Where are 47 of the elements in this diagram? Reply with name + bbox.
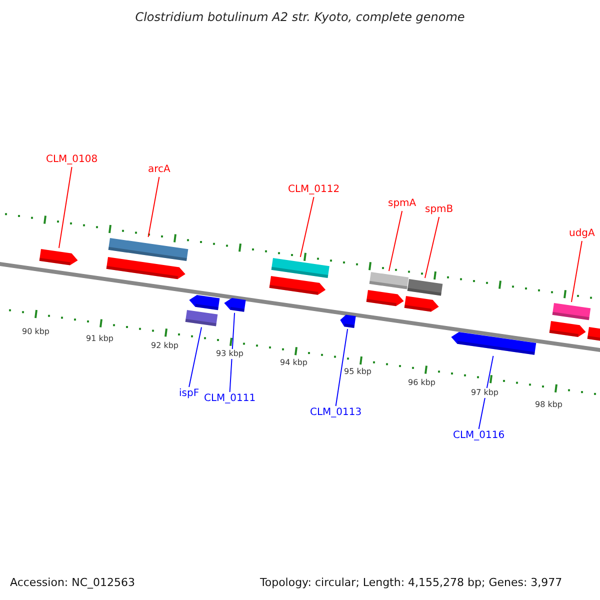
scale-label: 97 kbp	[470, 388, 500, 398]
leader-line	[58, 166, 72, 248]
gene-block	[339, 314, 356, 328]
scale-label: 92 kbp	[150, 341, 180, 351]
cds-bar	[369, 272, 409, 290]
gene-label: udgA	[569, 228, 595, 240]
leader-line	[188, 326, 202, 388]
scale-label: 91 kbp	[85, 334, 115, 344]
gene-block	[269, 276, 326, 296]
gene-block	[39, 249, 79, 266]
title: Clostridium botulinum A2 str. Kyoto, complete genome	[134, 10, 466, 24]
cds-bar	[185, 310, 218, 326]
leader-line	[424, 216, 440, 278]
gene-label: spmA	[388, 198, 416, 210]
leader-line	[570, 240, 582, 302]
cds-bar	[108, 238, 188, 262]
gene-label: arcA	[148, 164, 170, 176]
gene-label: CLM_0111	[204, 393, 256, 405]
gene-label: CLM_0112	[288, 184, 340, 196]
leader-line	[148, 176, 160, 238]
leader-line	[229, 312, 236, 392]
cds-bar	[407, 279, 443, 296]
scale-label: 93 kbp	[215, 349, 245, 359]
scale-label: 96 kbp	[407, 378, 437, 388]
scale-label: 90 kbp	[21, 327, 51, 337]
scale-label: 95 kbp	[343, 367, 373, 377]
gene-block	[366, 290, 405, 308]
gene-block	[188, 294, 220, 310]
gene-label: CLM_0108	[46, 154, 98, 166]
gene-block	[223, 297, 246, 312]
leader-line	[478, 355, 494, 430]
gene-block	[450, 331, 536, 355]
leader-line	[335, 328, 348, 406]
gene-block	[106, 257, 186, 280]
scale-label: 94 kbp	[279, 358, 309, 368]
footer-text: Accession: NC_012563	[10, 576, 136, 589]
gene-label: ispF	[179, 388, 200, 400]
gene-label: CLM_0113	[310, 407, 362, 419]
leader-line	[300, 196, 314, 258]
gene-label: CLM_0116	[453, 430, 505, 442]
gene-label: spmB	[425, 204, 454, 216]
cds-bar	[271, 258, 330, 278]
leader-line	[388, 210, 403, 272]
scale-label: 98 kbp	[534, 400, 564, 410]
cds-bar	[552, 303, 591, 320]
footer-text: Topology: circular; Length: 4,155,278 bp; Genes: 3,977	[260, 576, 562, 589]
gene-block	[404, 296, 440, 313]
